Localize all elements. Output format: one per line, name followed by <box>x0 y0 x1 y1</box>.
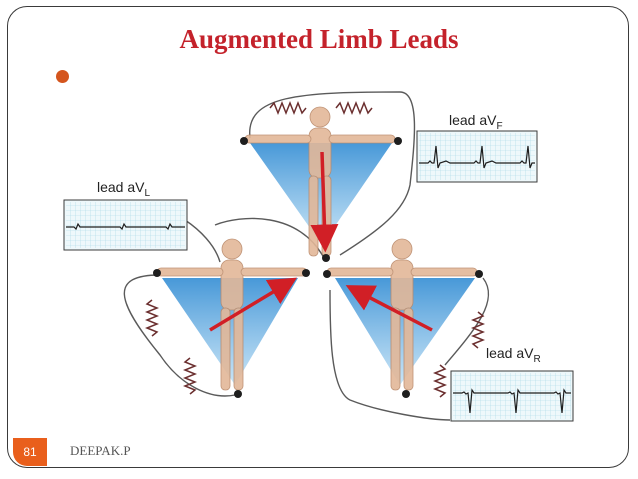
body-figure-top <box>240 106 402 262</box>
lead-avf-label: lead aVF <box>449 112 503 132</box>
ecg-strip-avr: lead aVR <box>450 345 574 422</box>
body-figure-right <box>323 238 483 398</box>
slide-frame <box>7 6 629 468</box>
body-figure-left <box>153 238 310 398</box>
author-footer: DEEPAK.P <box>70 443 131 458</box>
lead-avl-label: lead aVL <box>97 179 150 199</box>
ecg-strip-avf: lead aVF <box>416 112 538 183</box>
slide-title: Augmented Limb Leads <box>179 24 459 54</box>
lead-avr-label: lead aVR <box>486 345 541 365</box>
ecg-strip-avl: lead aVL <box>63 179 188 251</box>
page-number-badge: 81 <box>13 438 47 466</box>
resistor-symbols <box>144 100 486 398</box>
bullet-dot <box>56 70 69 83</box>
